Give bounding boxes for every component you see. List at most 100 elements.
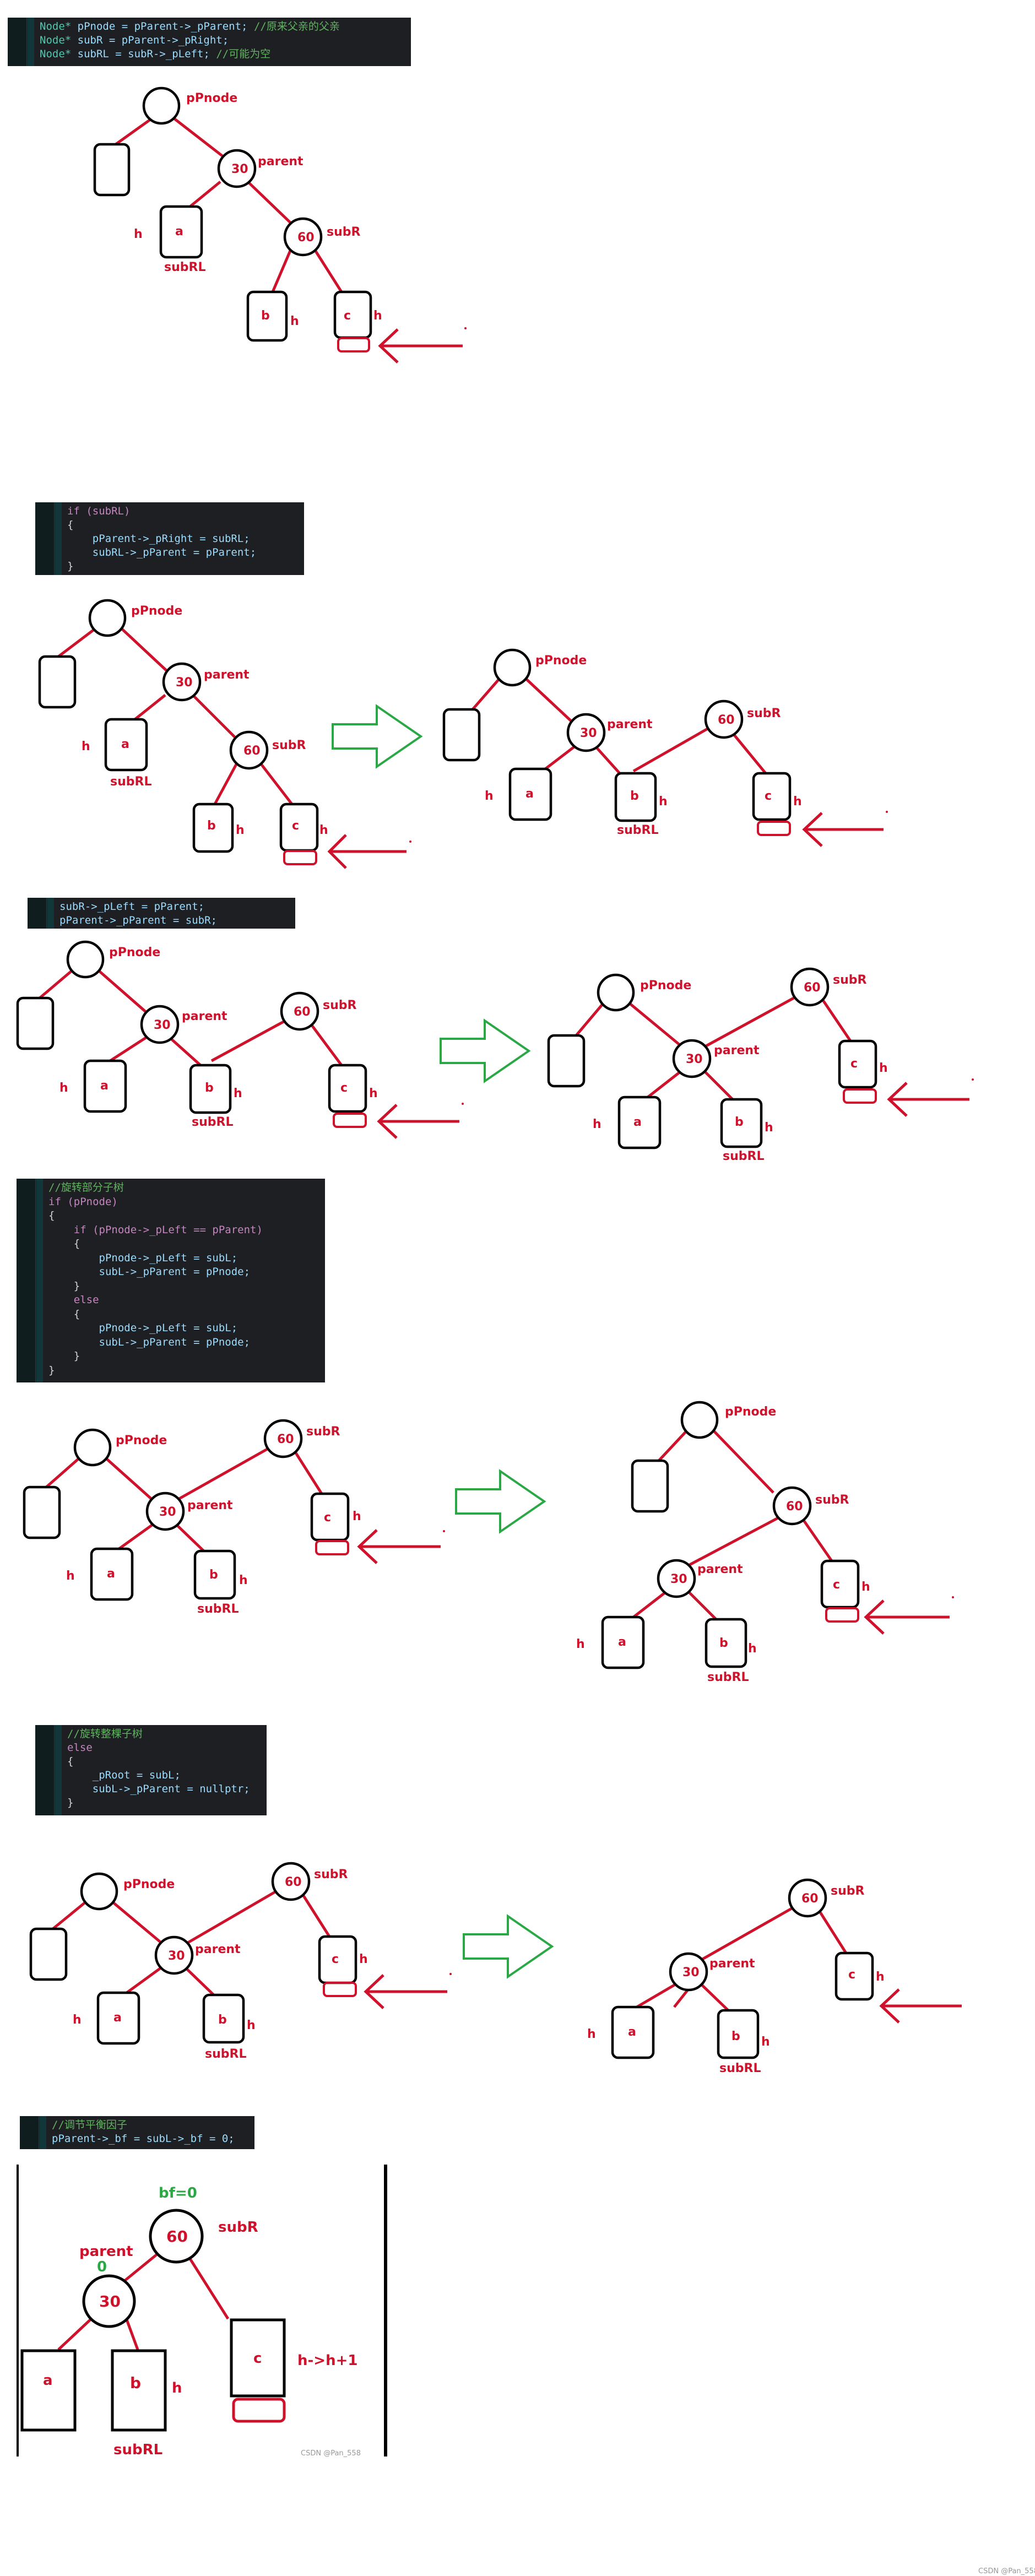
- final-node-30: [82, 2274, 136, 2328]
- svg-text:subR: subR: [323, 999, 357, 1012]
- svg-text:parent: parent: [204, 668, 250, 682]
- line-gutter: [28, 898, 47, 929]
- svg-text:30: 30: [682, 1966, 700, 1980]
- svg-text:subRL: subRL: [192, 1115, 233, 1129]
- svg-text:c: c: [332, 1953, 339, 1966]
- line-marker: [55, 1725, 62, 1815]
- svg-text:parent: parent: [714, 1044, 760, 1057]
- svg-text:a: a: [628, 2025, 636, 2039]
- label-subRL: subRL: [164, 261, 205, 274]
- svg-text:30: 30: [670, 1572, 687, 1586]
- code-block-1: Node* pPnode = pParent->_pParent; //原来父亲…: [8, 18, 411, 66]
- line-gutter: [35, 1725, 55, 1815]
- line-gutter: [8, 18, 27, 66]
- label-pPnode: pPnode: [186, 91, 237, 105]
- code-text: //调节平衡因子 pParent->_bf = subL->_bf = 0;: [52, 2119, 235, 2145]
- svg-text:h: h: [861, 1580, 870, 1594]
- svg-text:30: 30: [580, 726, 597, 740]
- red-dot: [464, 327, 467, 329]
- svg-text:subRL: subRL: [205, 2047, 246, 2061]
- svg-text:subRL: subRL: [723, 1149, 764, 1163]
- svg-text:c: c: [253, 2350, 262, 2367]
- subtree-b-text: b: [261, 309, 270, 323]
- svg-text:h: h: [593, 1118, 602, 1131]
- svg-text:h: h: [359, 1953, 368, 1966]
- svg-text:b: b: [209, 1568, 218, 1582]
- svg-text:h: h: [247, 2019, 256, 2032]
- page-watermark: CSDN @Pan_558: [978, 2567, 1035, 2575]
- svg-text:h: h: [82, 740, 90, 753]
- svg-text:b: b: [731, 2030, 740, 2043]
- code-text: if (subRL) { pParent->_pRight = subRL; s…: [67, 505, 257, 572]
- svg-text:30: 30: [154, 1018, 171, 1032]
- svg-text:a: a: [43, 2372, 53, 2389]
- svg-text:pPnode: pPnode: [535, 654, 587, 668]
- label-bf-zero: 0: [97, 2259, 107, 2275]
- svg-text:subR: subR: [272, 739, 306, 752]
- svg-text:h: h: [66, 1569, 75, 1583]
- svg-text:b: b: [719, 1636, 728, 1650]
- svg-text:h: h: [59, 1081, 68, 1095]
- svg-text:60: 60: [285, 1875, 302, 1889]
- svg-text:h: h: [765, 1121, 773, 1135]
- svg-text:h: h: [793, 795, 802, 809]
- svg-text:h: h: [172, 2380, 182, 2396]
- line-marker: [36, 1179, 43, 1382]
- svg-text:30: 30: [159, 1505, 176, 1519]
- svg-text:subRL: subRL: [110, 775, 151, 789]
- svg-text:60: 60: [786, 1500, 803, 1514]
- svg-text:30: 30: [176, 676, 193, 690]
- svg-text:h: h: [369, 1087, 378, 1100]
- code-block-2: if (subRL) { pParent->_pRight = subRL; s…: [35, 502, 304, 575]
- svg-text:subRL: subRL: [707, 1671, 749, 1684]
- line-marker: [47, 898, 54, 929]
- final-subtree-a: [20, 2349, 77, 2432]
- svg-text:a: a: [100, 1079, 109, 1093]
- code-text: Node* pPnode = pParent->_pParent; //原来父亲…: [40, 20, 340, 60]
- svg-text:subR: subR: [314, 1868, 348, 1881]
- svg-text:c: c: [324, 1511, 331, 1525]
- svg-text:h: h: [239, 1574, 248, 1587]
- svg-text:subRL: subRL: [113, 2442, 162, 2458]
- svg-text:c: c: [833, 1578, 840, 1592]
- diagram-1: [115, 115, 463, 364]
- svg-text:a: a: [525, 787, 534, 801]
- svg-text:subRL: subRL: [197, 1602, 239, 1616]
- svg-text:h: h: [876, 1970, 885, 1984]
- svg-text:b: b: [630, 789, 639, 803]
- svg-text:pPnode: pPnode: [640, 979, 691, 993]
- line-marker: [28, 18, 34, 66]
- svg-text:h: h: [879, 1061, 888, 1075]
- label-h: h: [373, 309, 382, 323]
- code-block-4: //旋转部分子树 if (pPnode) { if (pPnode->_pLef…: [17, 1179, 325, 1382]
- svg-text:pPnode: pPnode: [116, 1434, 167, 1447]
- svg-text:c: c: [765, 789, 772, 803]
- svg-text:c: c: [850, 1057, 858, 1071]
- svg-text:a: a: [121, 737, 129, 751]
- svg-text:60: 60: [294, 1005, 311, 1019]
- transform-arrow: [332, 705, 422, 768]
- label-h: h: [134, 227, 143, 241]
- svg-text:h: h: [761, 2035, 770, 2049]
- subtree-c: [333, 290, 372, 339]
- svg-text:a: a: [633, 1115, 642, 1129]
- line-gutter: [20, 2116, 39, 2149]
- subtree-a: [159, 205, 203, 259]
- svg-text:a: a: [113, 2011, 122, 2025]
- label-parent: parent: [258, 155, 304, 169]
- final-subtree-b: [111, 2349, 167, 2432]
- svg-text:subR: subR: [218, 2219, 258, 2236]
- svg-text:60: 60: [718, 713, 735, 727]
- svg-text:pPnode: pPnode: [131, 604, 182, 618]
- tree-node-30: [217, 149, 257, 188]
- svg-text:h: h: [353, 1510, 361, 1523]
- svg-text:b: b: [218, 2013, 227, 2027]
- svg-text:parent: parent: [697, 1563, 743, 1576]
- svg-text:30: 30: [99, 2292, 121, 2311]
- svg-text:subR: subR: [747, 707, 781, 720]
- svg-text:h: h: [73, 2013, 82, 2027]
- node-30-text: 30: [231, 162, 248, 176]
- subtree-left: [93, 143, 131, 197]
- svg-text:parent: parent: [195, 1943, 241, 1956]
